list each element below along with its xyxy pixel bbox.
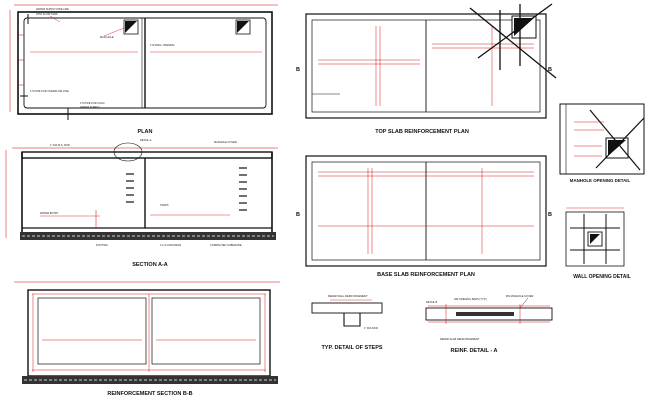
plan-view: WATER SUPPLY PIPE LINE INTO FLOW TANK MA… — [9, 4, 278, 135]
section-aa-title: SECTION A-A — [132, 262, 168, 268]
reinf-a-note-bars: 2#4 OPENING BARS (TYP.) — [454, 297, 487, 301]
base-slab-b-right: B — [548, 212, 552, 218]
section-aa-note-subgrade: COMPACTED SUBGRADE — [210, 243, 242, 247]
manhole-detail-title: MANHOLE OPENING DETAIL — [570, 178, 631, 183]
steps-wall-section — [311, 302, 383, 314]
plan-note-cold: 1"0 PIPE FOR COLD — [80, 101, 105, 105]
section-aa-view: DETAIL-A MANHOLE COVER 1" DIA M.S. ROD W… — [5, 138, 278, 268]
plan-note-wall-opening: 1'/2"WALL OPENING — [150, 43, 175, 47]
section-aa-note-concrete: 1:2:4 CONCRETE — [160, 243, 181, 247]
section-aa-top-slab — [21, 151, 273, 159]
wall-opening-view: WALL OPENING DETAIL — [565, 207, 631, 280]
plan-note-supply: WATER SUPPLY PIPE LINE — [36, 7, 69, 11]
section-bb-view: REINFORCEMENT SECTION B-B — [14, 281, 280, 397]
base-slab-title: BASE SLAB REINFORCEMENT PLAN — [377, 272, 475, 278]
base-slab-b-left: B — [296, 212, 300, 218]
section-bb-title: REINFORCEMENT SECTION B-B — [107, 391, 192, 397]
wall-opening-title: WALL OPENING DETAIL — [573, 274, 631, 280]
manhole-detail-frame — [559, 103, 645, 175]
section-aa-note-steps: STEPS — [160, 203, 169, 207]
steps-note-rod: 1" DIA ROD — [364, 326, 378, 330]
top-slab-title: TOP SLAB REINFORCEMENT PLAN — [375, 129, 469, 135]
top-slab-b-right: B — [548, 67, 552, 73]
top-slab-b-left: B — [296, 67, 300, 73]
top-slab-view: B B TOP SLAB REINFORCEMENT PLAN — [296, 3, 557, 135]
manhole-detail-view: MANHOLE OPENING DETAIL — [559, 103, 645, 183]
plan-outer-wall — [17, 11, 273, 115]
plan-title: PLAN — [138, 129, 153, 135]
steps-title: TYP. DETAIL OF STEPS — [321, 345, 382, 351]
plan-note-manhole: MAN HOLE — [100, 35, 114, 39]
section-aa-note-rod: 1" DIA M.S. ROD — [50, 143, 70, 147]
plan-note-inflow: INTO FLOW TANK — [36, 12, 58, 16]
section-aa-note-manhole-cover: MANHOLE COVER — [214, 140, 237, 144]
steps-note-wall: REFER WALL REINFORCEMENT — [328, 294, 368, 298]
reinf-a-note-slab: REFER SLAB REINFORCEMENT — [440, 337, 480, 341]
reinf-a-note-cover: MS MANHOLE COVER — [506, 294, 534, 298]
section-aa-note-footing: FOOTING — [96, 243, 108, 247]
wall-opening-frame — [565, 211, 625, 267]
base-slab-view: B B BASE SLAB REINFORCEMENT PLAN — [296, 155, 552, 278]
top-slab-outline — [305, 13, 547, 119]
reinf-a-title: REINF. DETAIL - A — [451, 348, 498, 354]
reinf-detail-a-view: MS MANHOLE COVER 2#4 OPENING BARS (TYP.)… — [425, 294, 553, 354]
reinf-a-note-detail-b: DETAIL B — [426, 300, 438, 304]
section-aa-note-detail: DETAIL-A — [140, 138, 152, 142]
base-slab-outline — [305, 155, 547, 267]
section-aa-note-water: WATER ENTRY — [40, 211, 59, 215]
steps-detail-view: REFER WALL REINFORCEMENT 1" DIA ROD TYP.… — [311, 294, 383, 351]
plan-note-supply-2: WATER SUPPLY — [80, 105, 100, 109]
plan-note-overflow: 1"0 PIPE FOR OVERFLOW LINE — [30, 89, 69, 93]
